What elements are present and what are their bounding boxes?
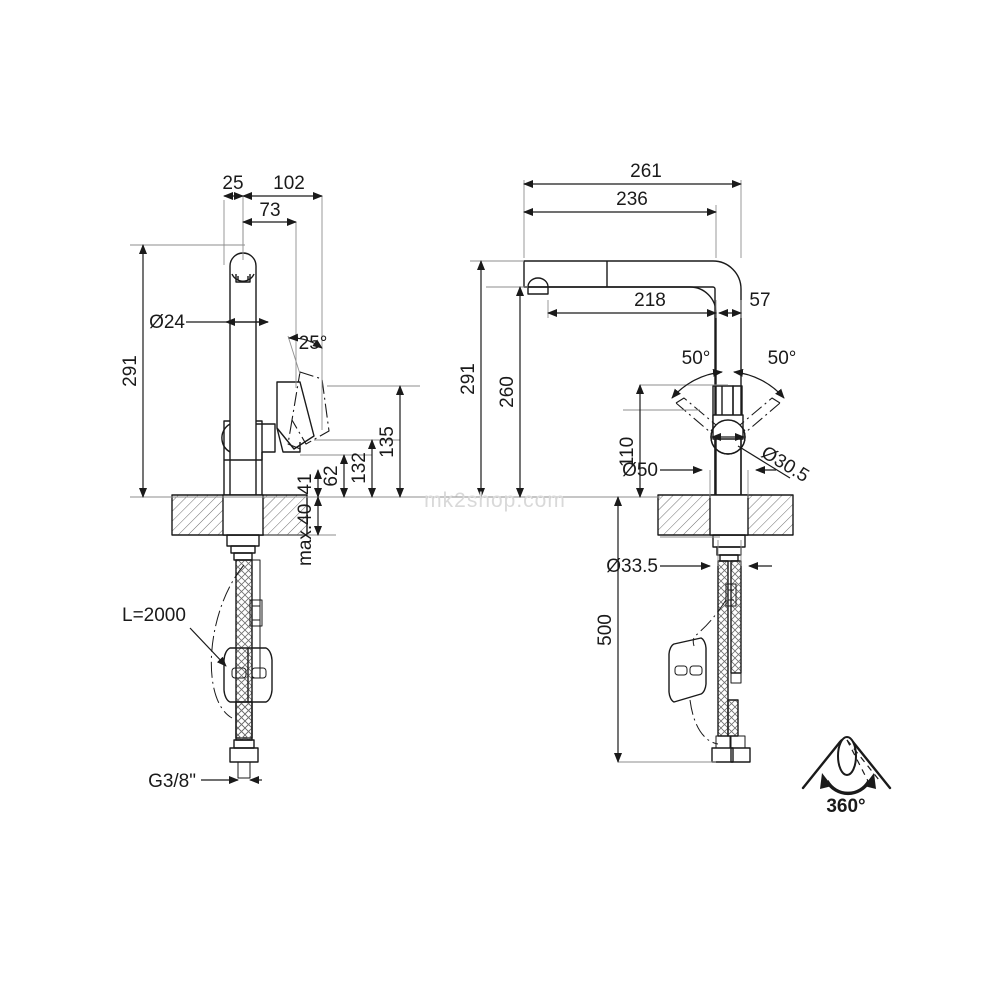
dim-label-291-right: 291 [458, 363, 479, 395]
left-view-faucet [221, 252, 330, 498]
dimension-lines [139, 180, 791, 784]
dim-label-max40: max.40 [295, 504, 316, 566]
dim-label-41: 41 [295, 473, 316, 494]
dim-label-dia24: Ø24 [149, 312, 185, 333]
dim-label-132: 132 [349, 452, 370, 484]
dim-label-25deg: 25° [299, 333, 328, 354]
dim-label-dia335: Ø33.5 [606, 556, 658, 577]
dim-label-102: 102 [273, 173, 305, 194]
dim-label-236: 236 [616, 189, 648, 210]
dim-label-dia50: Ø50 [622, 460, 658, 481]
left-view-countertop [171, 494, 308, 561]
dim-label-500: 500 [595, 614, 616, 646]
dim-label-50deg-left: 50° [682, 348, 711, 369]
dim-label-25: 25 [222, 173, 243, 194]
dim-label-291-left: 291 [120, 355, 141, 387]
left-view-hose [210, 559, 273, 779]
dim-label-261: 261 [630, 161, 662, 182]
dim-label-110: 110 [617, 437, 638, 467]
watermark-text: mk2shop.com [424, 489, 566, 512]
rotation-360-label: 360° [826, 796, 865, 817]
dim-label-218: 218 [634, 290, 666, 311]
right-view-hose [668, 560, 751, 763]
dim-label-dia305: Ø30.5 [757, 442, 812, 487]
dim-label-57: 57 [749, 290, 770, 311]
dim-label-260: 260 [497, 376, 518, 408]
dim-label-L2000: L=2000 [122, 605, 186, 626]
dim-label-g38: G3/8" [148, 771, 196, 792]
rotation-360-icon [801, 736, 892, 796]
dim-label-135: 135 [377, 426, 398, 458]
dim-label-50deg-right: 50° [768, 348, 797, 369]
dim-label-73: 73 [259, 200, 280, 221]
dim-label-62: 62 [321, 465, 342, 486]
right-view-countertop [657, 494, 794, 562]
